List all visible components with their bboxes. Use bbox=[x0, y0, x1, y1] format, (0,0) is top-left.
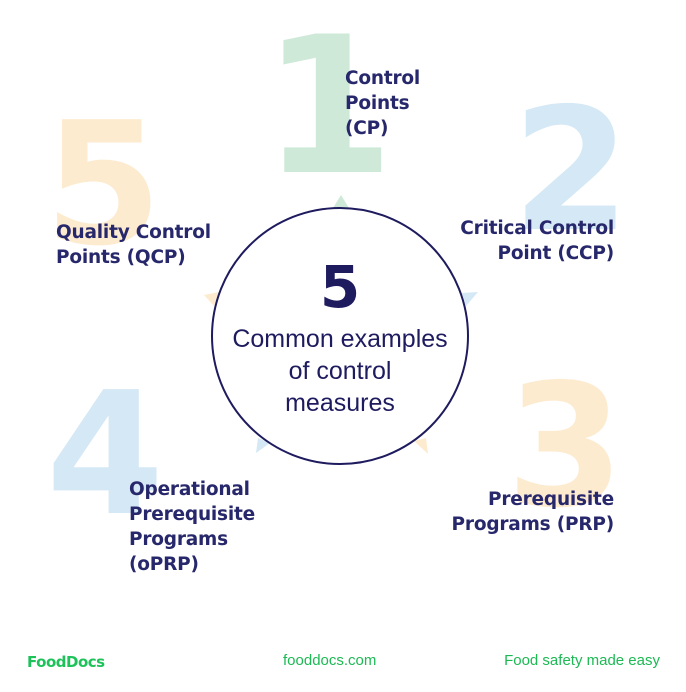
big-number-2: 2 bbox=[512, 72, 631, 270]
triangle-top bbox=[333, 195, 349, 208]
triangle-right bbox=[462, 292, 478, 306]
label-line: Prerequisite bbox=[129, 504, 255, 525]
label-quality-control-points: Quality Control Points (QCP) bbox=[56, 220, 211, 270]
label-line: Point (CCP) bbox=[497, 243, 615, 264]
fooddocs-logo: FoodDocs bbox=[27, 653, 105, 671]
center-caption-line: measures bbox=[285, 389, 395, 417]
label-line: Points bbox=[345, 93, 410, 114]
label-line: Points (QCP) bbox=[56, 247, 186, 268]
center-caption-line: of control bbox=[288, 357, 392, 385]
label-prerequisite-programs: Prerequisite Programs (PRP) bbox=[451, 487, 615, 537]
label-operational-prerequisite-programs: Operational Prerequisite Programs (oPRP) bbox=[129, 477, 255, 577]
label-line: (oPRP) bbox=[129, 554, 199, 575]
website-link[interactable]: fooddocs.com bbox=[283, 652, 377, 669]
label-line: Critical Control bbox=[460, 218, 614, 239]
tagline: Food safety made easy bbox=[504, 652, 660, 669]
label-line: Programs (PRP) bbox=[451, 514, 615, 535]
big-number-3: 3 bbox=[506, 348, 625, 546]
label-line: Operational bbox=[129, 479, 250, 500]
label-line: Programs bbox=[129, 529, 228, 550]
label-critical-control-point: Critical Control Point (CCP) bbox=[460, 216, 614, 266]
big-number-4: 4 bbox=[46, 356, 165, 554]
big-number-1: 1 bbox=[262, 0, 395, 217]
center-caption-line: Common examples bbox=[232, 325, 448, 353]
center-number: 5 bbox=[319, 253, 361, 321]
label-line: Prerequisite bbox=[488, 489, 614, 510]
label-line: Control bbox=[345, 68, 421, 89]
label-line: Quality Control bbox=[56, 222, 211, 243]
triangle-bottom-right bbox=[414, 438, 428, 454]
label-line: (CP) bbox=[345, 118, 389, 139]
big-number-5: 5 bbox=[44, 86, 163, 284]
label-control-points: Control Points (CP) bbox=[345, 66, 420, 141]
center-caption: Common examples of control measures bbox=[211, 323, 469, 419]
center-circle bbox=[211, 207, 469, 465]
